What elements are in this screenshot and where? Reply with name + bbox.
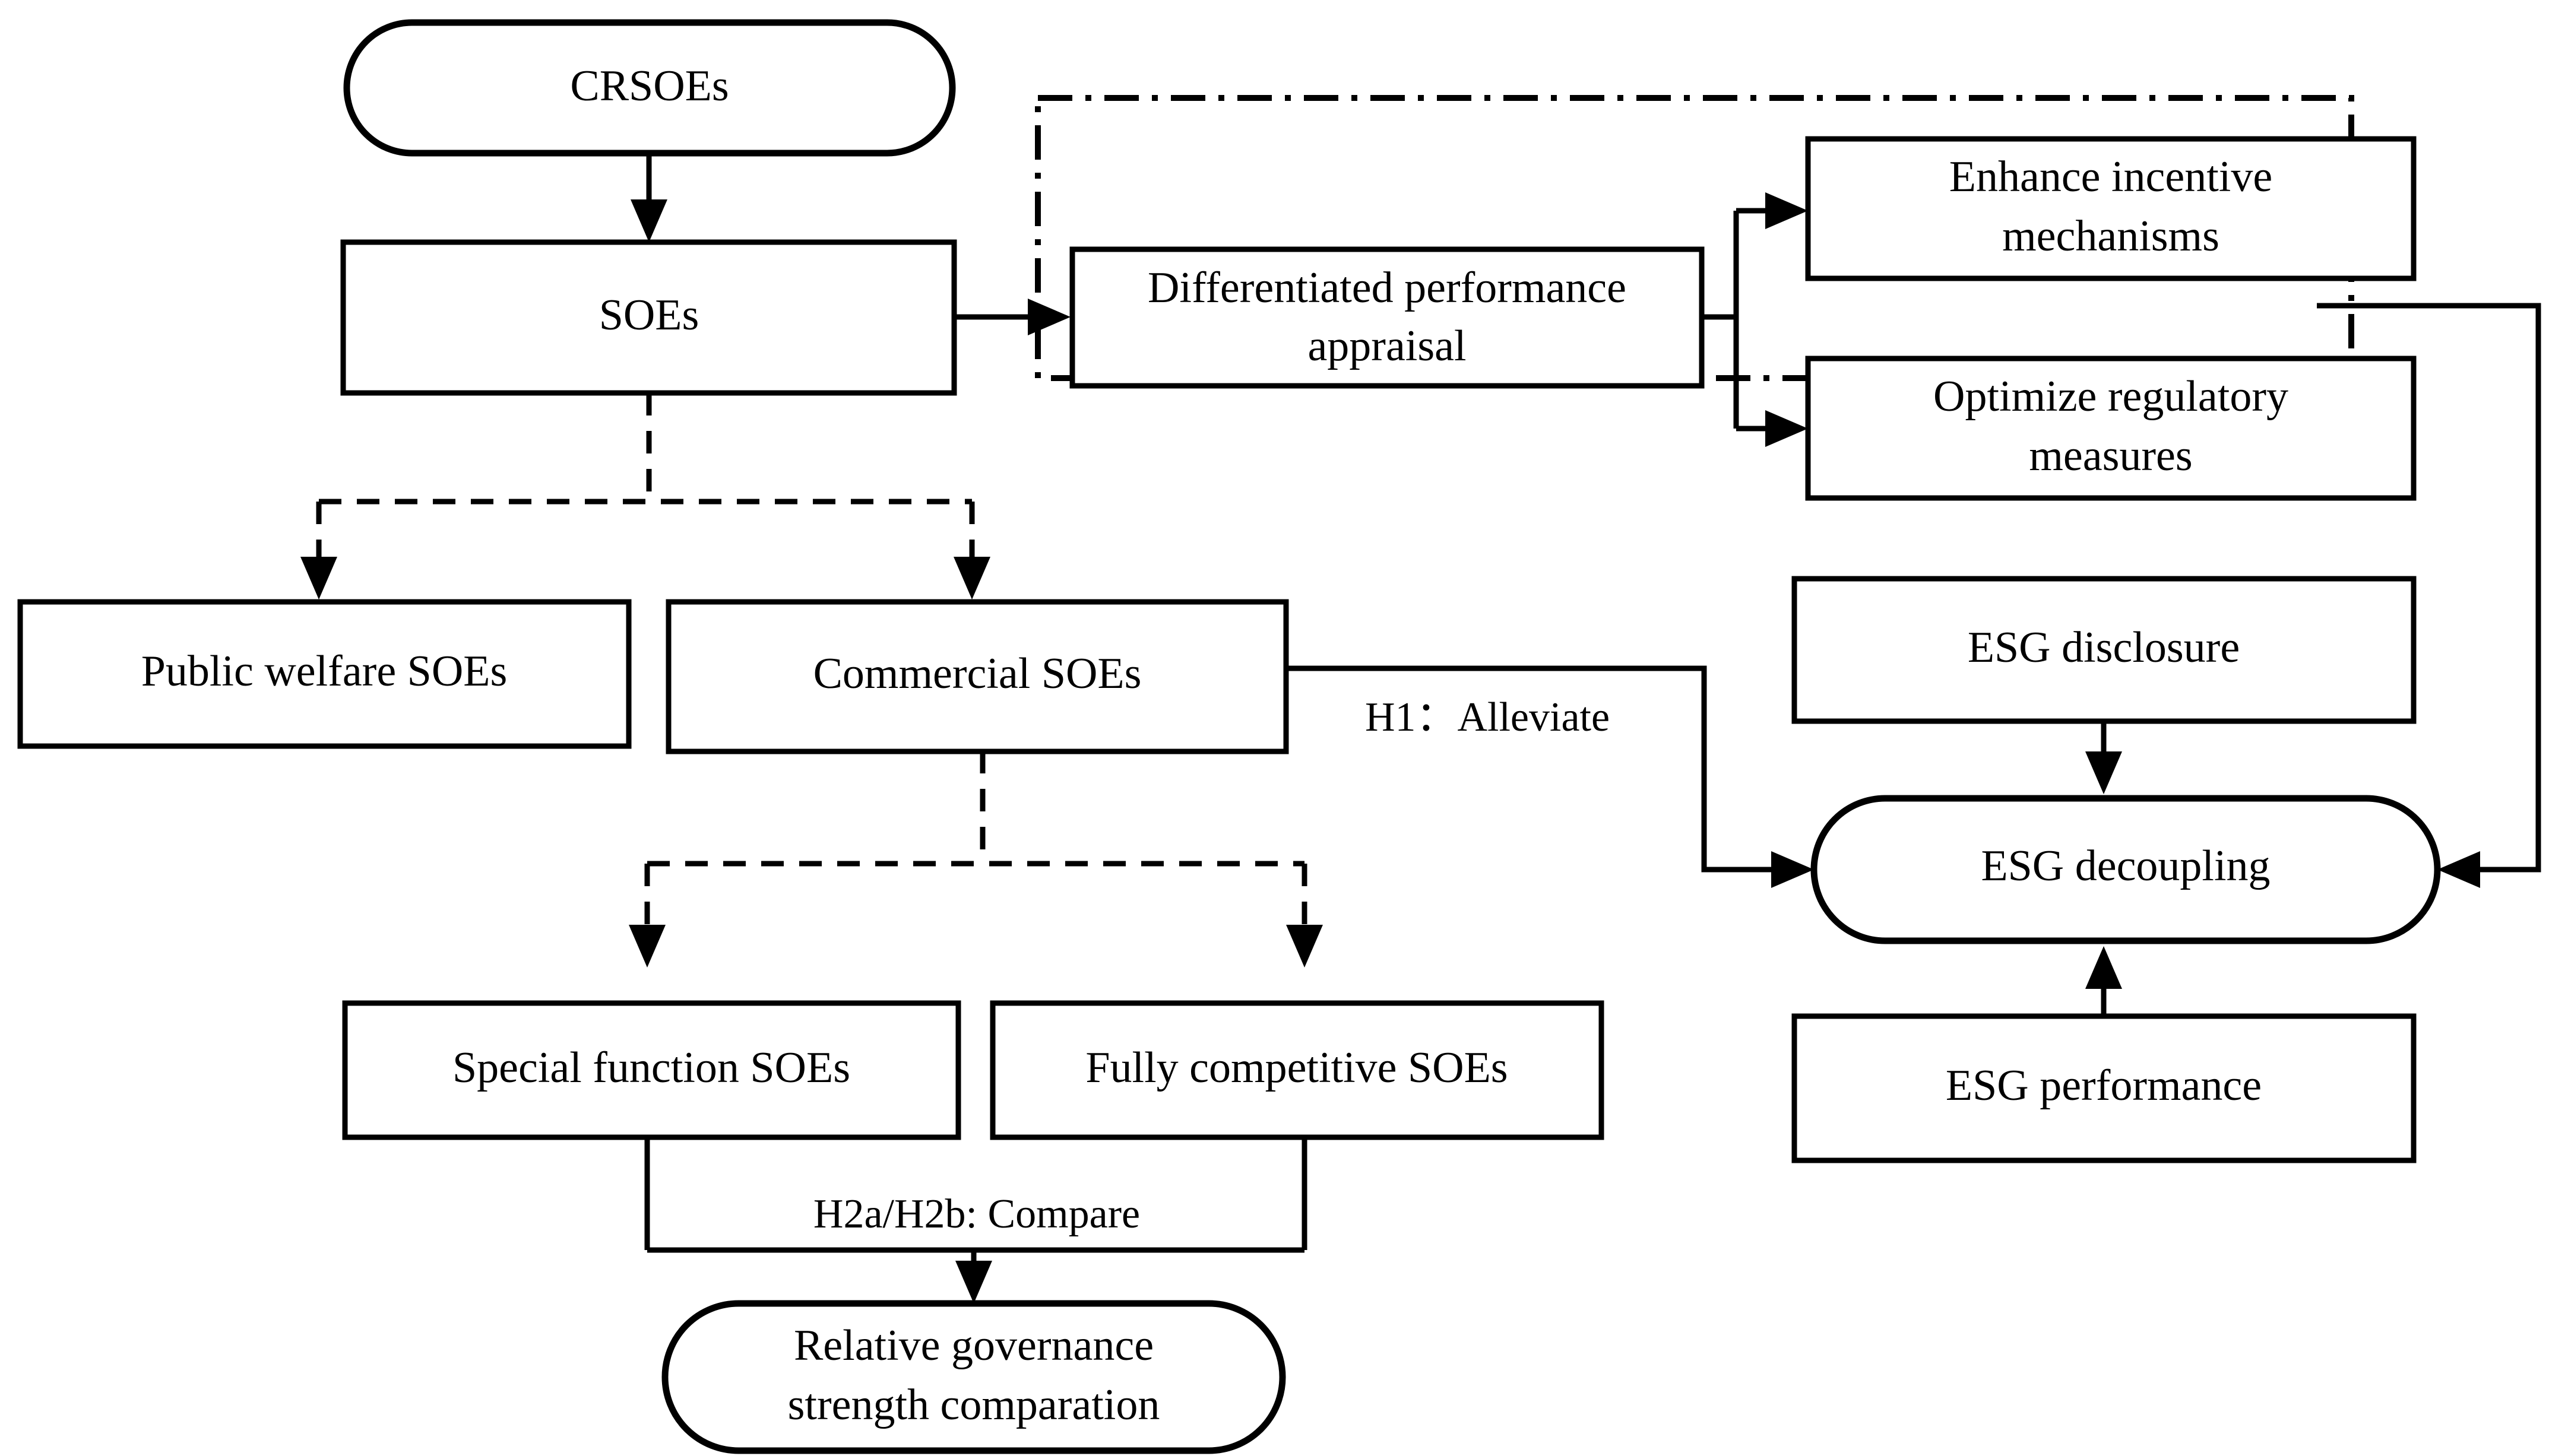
arrow-head-icon [1771, 851, 1814, 888]
edge-esg-performance-to-decoupling [2085, 946, 2122, 1016]
arrow-head-icon [300, 557, 337, 599]
edge-commercial-fork-dashed [629, 751, 1323, 968]
edge-label-h1: H1：Alleviate [1365, 694, 1610, 740]
arrow-head-icon [1765, 410, 1808, 447]
node-enhance-incentive[interactable]: Enhance incentive mechanisms [1805, 136, 2417, 281]
node-esg-performance-label: ESG performance [1946, 1061, 2262, 1110]
edge-soes-to-appraisal [954, 299, 1071, 335]
node-crsoes-label: CRSOEs [570, 62, 729, 110]
node-esg-decoupling[interactable]: ESG decoupling [1810, 795, 2441, 944]
node-fully-competitive-soes[interactable]: Fully competitive SOEs [990, 1000, 1604, 1140]
node-fully-competitive-soes-shape [990, 1000, 1604, 1140]
node-optimize-regulatory-shape [1805, 356, 2417, 501]
node-special-function-soes-label: Special function SOEs [452, 1043, 850, 1092]
node-crsoes-shape [343, 19, 956, 157]
node-esg-decoupling-label: ESG decoupling [1981, 842, 2270, 890]
node-relative-governance[interactable]: Relative governance strength comparation [661, 1300, 1286, 1454]
node-relative-governance-shape [661, 1300, 1286, 1454]
node-relative-governance-label-line1: Relative governance [794, 1321, 1154, 1370]
node-public-welfare-soes-label: Public welfare SOEs [141, 647, 508, 696]
arrow-head-icon [954, 557, 990, 599]
node-esg-performance-shape [1791, 1013, 2417, 1163]
node-esg-decoupling-shape [1810, 795, 2441, 944]
node-special-function-soes-shape [342, 1000, 961, 1140]
node-commercial-soes[interactable]: Commercial SOEs [666, 599, 1289, 754]
node-enhance-incentive-label-line2: mechanisms [2002, 212, 2219, 261]
arrow-head-icon [2085, 751, 2122, 794]
node-optimize-regulatory[interactable]: Optimize regulatory measures [1805, 356, 2417, 501]
node-public-welfare-soes[interactable]: Public welfare SOEs [17, 599, 632, 749]
edge-appraisal-to-measures [1702, 192, 1808, 447]
node-relative-governance-label-line2: strength comparation [788, 1381, 1160, 1429]
arrow-head-icon [2437, 851, 2480, 888]
arrow-head-icon [955, 1261, 992, 1303]
node-enhance-incentive-label-line1: Enhance incentive [1949, 153, 2272, 201]
node-esg-disclosure-label: ESG disclosure [1968, 623, 2240, 672]
arrow-head-icon [1028, 299, 1071, 335]
arrow-head-icon [629, 925, 666, 968]
edge-label-h2: H2a/H2b: Compare [813, 1191, 1140, 1237]
node-fully-competitive-soes-label: Fully competitive SOEs [1085, 1043, 1508, 1092]
node-esg-disclosure-shape [1791, 576, 2417, 724]
node-soes-shape [340, 239, 957, 396]
node-crsoes[interactable]: CRSOEs [343, 19, 956, 157]
edge-commercial-to-esg-decoupling [1285, 665, 1814, 888]
node-differentiated-appraisal-label-line1: Differentiated performance [1148, 264, 1626, 312]
node-esg-disclosure[interactable]: ESG disclosure [1791, 576, 2417, 724]
node-commercial-soes-shape [666, 599, 1289, 754]
node-optimize-regulatory-label-line1: Optimize regulatory [1933, 372, 2288, 421]
node-enhance-incentive-shape [1805, 136, 2417, 281]
edge-policy-feedback-to-esg-decoupling [2317, 303, 2541, 888]
edge-esg-disclosure-to-decoupling [2085, 721, 2122, 794]
node-public-welfare-soes-shape [17, 599, 632, 749]
edge-crsoes-to-soes [631, 153, 667, 242]
node-soes[interactable]: SOEs [340, 239, 957, 396]
edge-junction-to-relative-governance [647, 1247, 1304, 1303]
node-special-function-soes[interactable]: Special function SOEs [342, 1000, 961, 1140]
arrow-head-icon [1765, 192, 1808, 229]
node-differentiated-appraisal[interactable]: Differentiated performance appraisal [1069, 246, 1705, 389]
arrow-head-icon [1286, 925, 1323, 968]
node-optimize-regulatory-label-line2: measures [2029, 432, 2192, 480]
node-differentiated-appraisal-shape [1069, 246, 1705, 389]
arrow-head-icon [2085, 946, 2122, 989]
node-commercial-soes-label: Commercial SOEs [813, 649, 1142, 698]
node-differentiated-appraisal-label-line2: appraisal [1307, 322, 1466, 370]
node-esg-performance[interactable]: ESG performance [1791, 1013, 2417, 1163]
arrow-head-icon [631, 199, 667, 242]
node-soes-label: SOEs [599, 291, 699, 340]
edge-soes-fork-dashed [300, 393, 990, 599]
